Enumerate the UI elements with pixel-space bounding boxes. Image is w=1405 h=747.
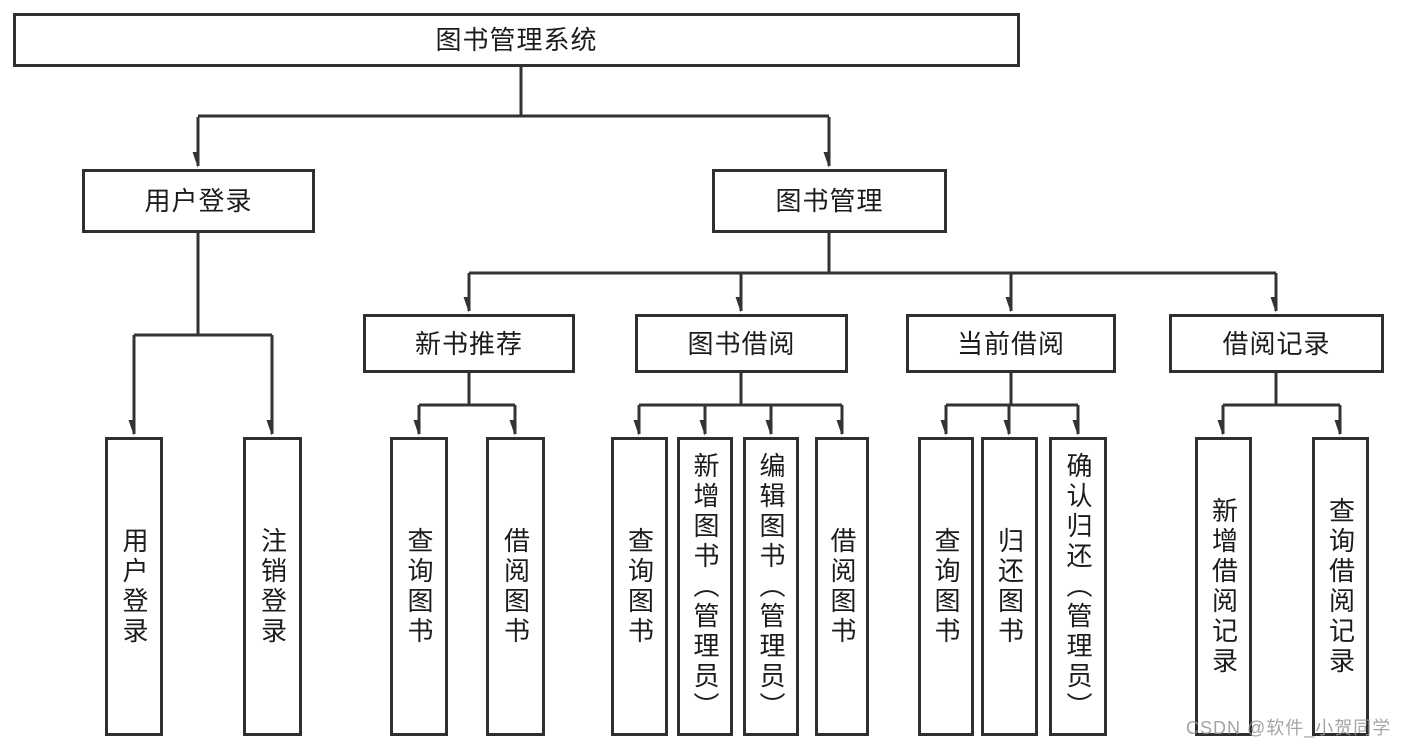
node-book-management: 图书管理 [712,169,947,233]
node-label: 当前借阅 [956,328,1065,359]
connector-group [134,67,1342,434]
node-new-book-recommend: 新书推荐 [363,314,575,373]
node-leaf-bb-borrow-books: 借阅图书 [815,437,869,736]
node-leaf-cb-return-books: 归还图书 [981,437,1038,736]
node-label: 查询图书 [624,526,655,647]
node-label: 归还图书 [994,526,1025,647]
node-label: 图书管理系统 [435,25,598,55]
node-label: 借阅记录 [1222,328,1331,359]
node-book-borrowing: 图书借阅 [635,314,848,373]
node-label: 查询图书 [404,526,434,647]
node-borrowing-records: 借阅记录 [1169,314,1384,373]
node-label: 新书推荐 [414,328,523,359]
node-leaf-logout: 注销登录 [243,437,302,736]
node-current-borrowing: 当前借阅 [906,314,1116,373]
node-leaf-cb-confirm-return: 确认归还（管理员） [1049,437,1107,736]
node-user-login: 用户登录 [82,169,315,233]
node-label: 借阅图书 [500,526,531,647]
node-label: 查询借阅记录 [1325,496,1356,677]
node-root: 图书管理系统 [13,13,1020,67]
node-label: 用户登录 [119,526,149,647]
node-label: 编辑图书（管理员） [756,451,786,722]
node-leaf-user-login: 用户登录 [105,437,163,736]
node-leaf-bb-add-books: 新增图书（管理员） [677,437,733,736]
node-leaf-br-add-record: 新增借阅记录 [1195,437,1252,736]
node-leaf-nbr-borrow-books: 借阅图书 [486,437,545,736]
node-leaf-bb-query-books: 查询图书 [611,437,668,736]
node-label: 借阅图书 [827,526,857,647]
watermark: CSDN @软件_小贺同学 [1186,718,1392,738]
node-label: 确认归还（管理员） [1063,451,1093,722]
node-label: 图书借阅 [687,328,796,359]
node-leaf-cb-query-books: 查询图书 [918,437,974,736]
node-leaf-br-query-record: 查询借阅记录 [1312,437,1369,736]
node-label: 新增图书（管理员） [690,451,720,722]
node-label: 新增借阅记录 [1208,496,1239,677]
node-label: 注销登录 [257,526,288,647]
node-leaf-bb-edit-books: 编辑图书（管理员） [743,437,799,736]
node-label: 图书管理 [775,186,884,216]
node-leaf-nbr-query-books: 查询图书 [390,437,448,736]
node-label: 用户登录 [144,186,253,216]
node-label: 查询图书 [931,526,961,647]
